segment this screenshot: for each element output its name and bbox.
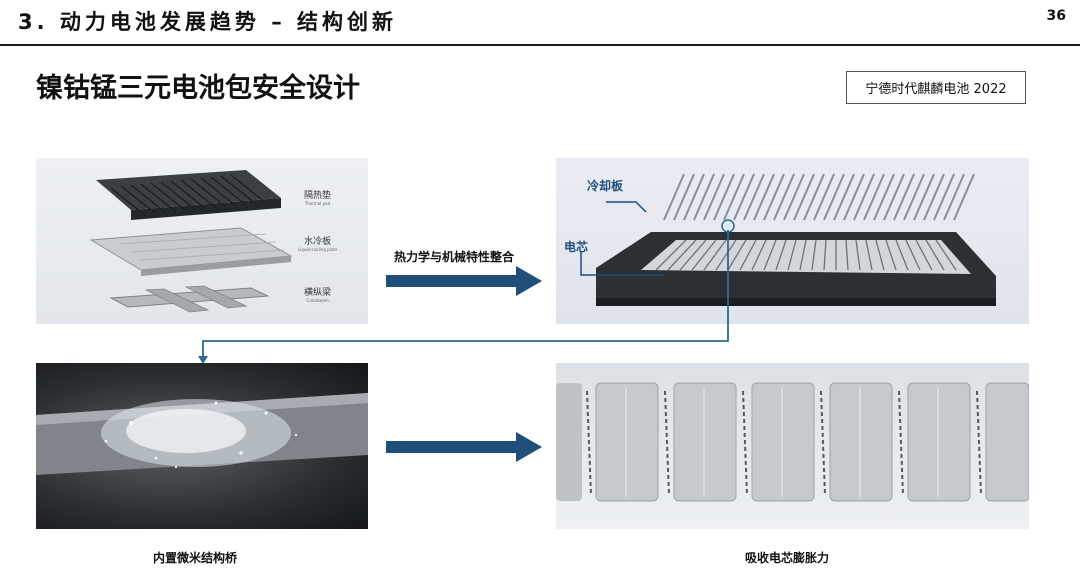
cell-expansion-image: [556, 363, 1029, 529]
cooling-plate-shape: [89, 227, 293, 276]
section-header-title: 3. 动力电池发展趋势 – 结构创新: [18, 10, 398, 34]
micro-bridge-image: [36, 363, 368, 529]
source-box: 宁德时代麒麟电池 2022: [846, 71, 1026, 104]
cooling-fins-shape: [663, 173, 975, 221]
header-divider: [0, 44, 1080, 46]
pointer-lines: [580, 201, 664, 276]
label-cell-blue: 电芯: [564, 240, 589, 254]
cooling-interlayers: [586, 390, 982, 496]
exploded-structure-drawing: [89, 170, 293, 313]
thermal-pad-shape: [96, 170, 281, 220]
right-arrow-top: [386, 266, 542, 296]
pack-tray-shape: [596, 232, 996, 306]
page-number: 36: [1046, 8, 1066, 24]
cell-expansion-drawing: [556, 382, 1029, 502]
battery-pack-drawing: [580, 173, 996, 306]
right-arrow-bottom: [386, 432, 542, 462]
battery-pack-image: 冷却板 电芯: [556, 158, 1029, 324]
arrow-label-integration: 热力学与机械特性整合: [394, 250, 515, 264]
caption-absorb-expansion: 吸收电芯膨胀力: [745, 551, 830, 565]
crossbeam-shape: [109, 285, 270, 313]
battery-cells: [556, 382, 1029, 502]
micro-bridge-drawing: [36, 393, 368, 475]
caption-micro-bridge: 内置微米结构桥: [153, 551, 238, 565]
detail-connector-line: [198, 230, 729, 364]
slide-title: 镍钴锰三元电池包安全设计: [36, 73, 360, 104]
label-cooling-plate-blue: 冷却板: [587, 179, 624, 193]
